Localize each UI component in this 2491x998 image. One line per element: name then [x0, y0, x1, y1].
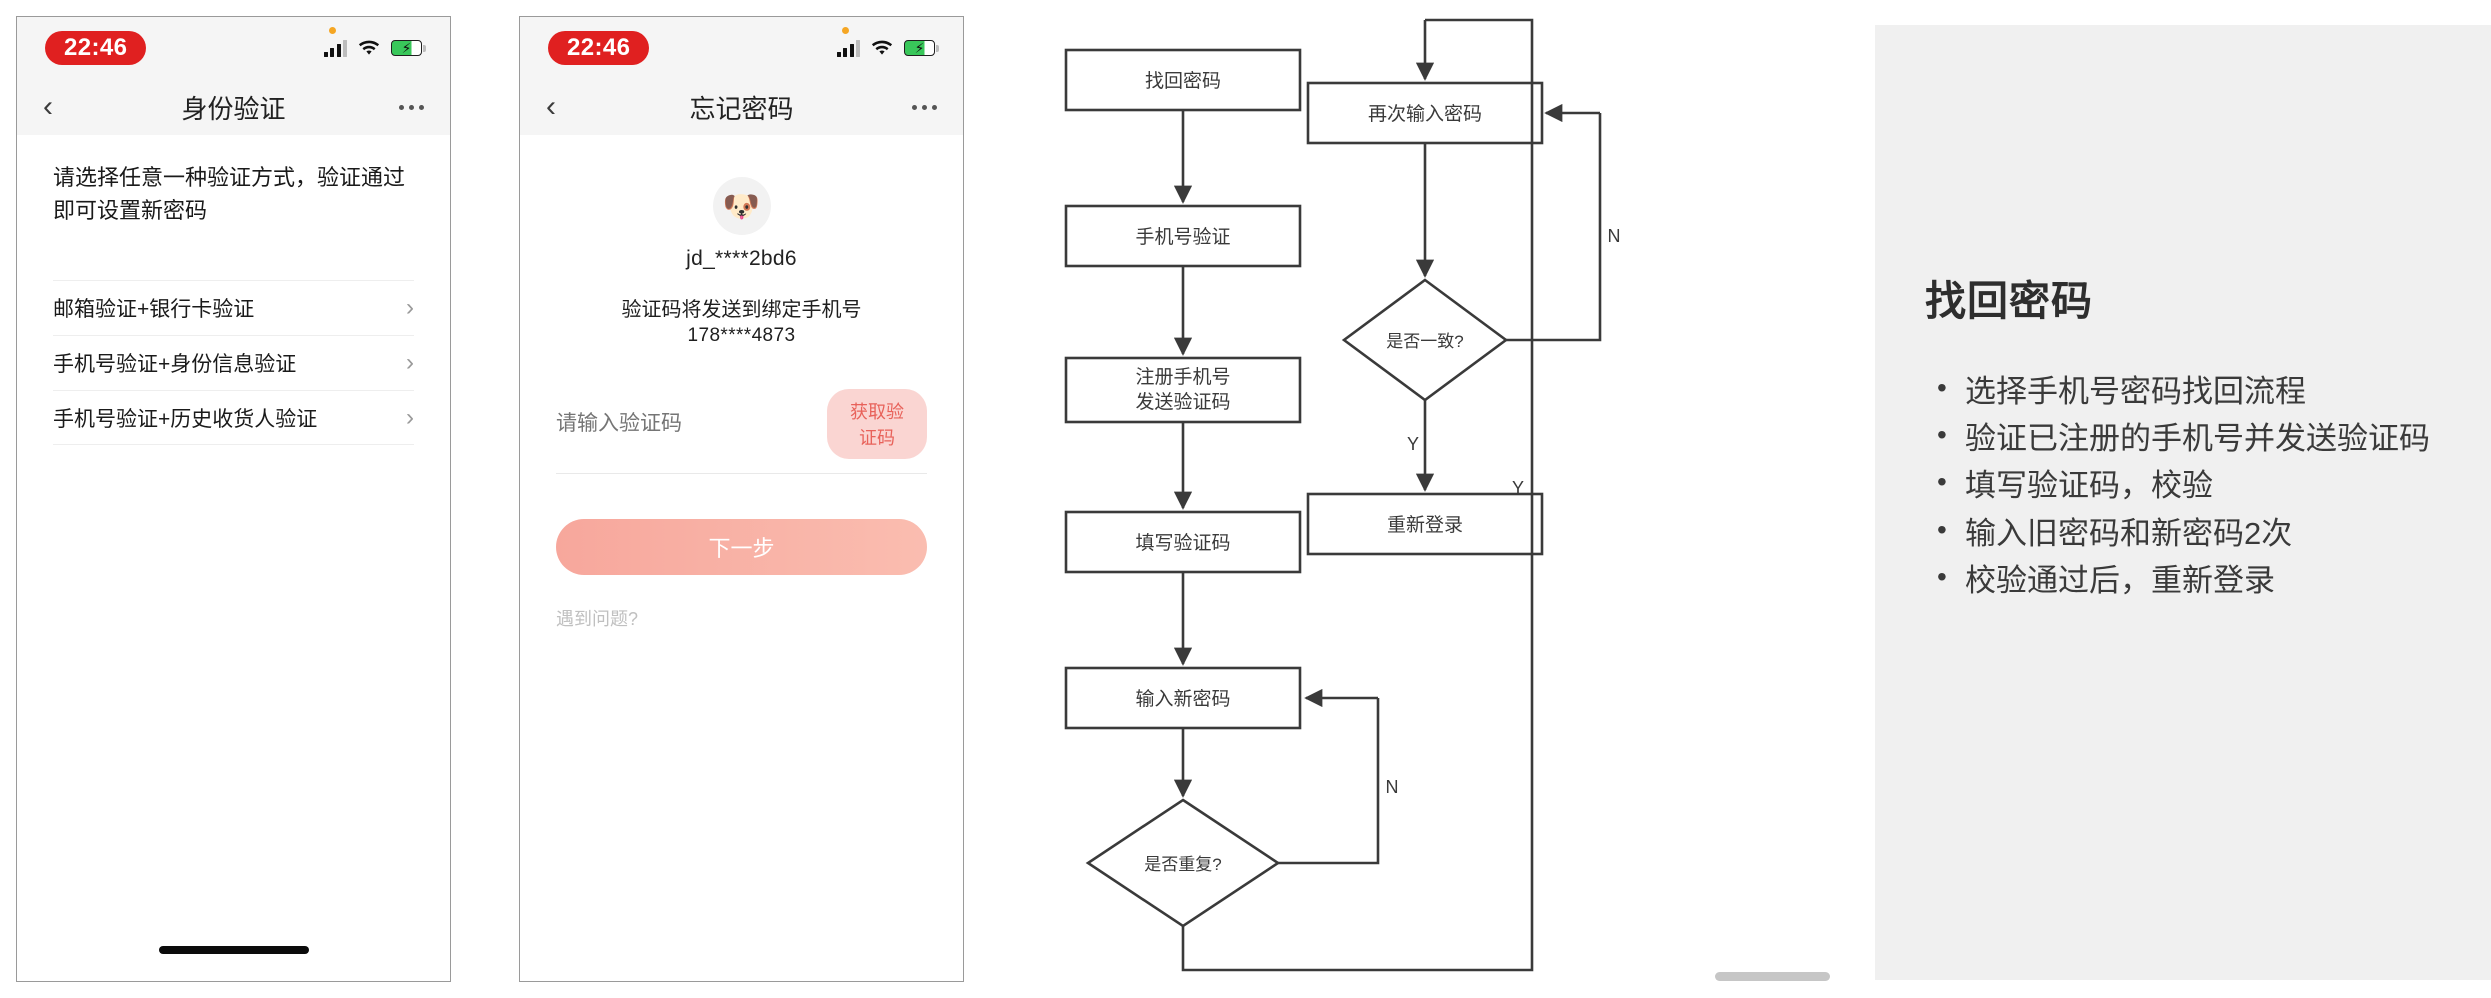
- username-label: jd_****2bd6: [686, 247, 797, 270]
- list-item: 输入旧密码和新密码2次: [1937, 511, 2441, 554]
- chevron-right-icon: ›: [406, 349, 414, 376]
- flow-edge-label-dup-yes: Y: [1512, 478, 1524, 498]
- phone1-body: 请选择任意一种验证方式，验证通过即可设置新密码 邮箱验证+银行卡验证 › 手机号…: [17, 135, 450, 981]
- list-item[interactable]: 手机号验证+历史收货人验证 ›: [53, 390, 414, 445]
- nav-bar: ‹ 忘记密码: [520, 79, 963, 135]
- back-chevron-left-icon[interactable]: ‹: [43, 90, 53, 123]
- status-icon-group: ⚡: [836, 26, 939, 57]
- home-indicator: [158, 946, 309, 954]
- masked-phone-number: 178****4873: [687, 325, 796, 346]
- get-code-button[interactable]: 获取验证码: [827, 389, 927, 459]
- summary-panel: 找回密码 选择手机号密码找回流程 验证已注册的手机号并发送验证码 填写验证码，校…: [1875, 25, 2491, 980]
- trouble-link[interactable]: 遇到问题?: [556, 609, 639, 629]
- flow-node-label: 注册手机号: [1135, 366, 1230, 388]
- verification-code-field: 获取验证码: [556, 389, 927, 474]
- status-bar: 22:46 ⚡: [520, 17, 963, 79]
- flow-node-label: 再次输入密码: [1368, 103, 1482, 125]
- status-bar: 22:46 ⚡: [17, 17, 450, 79]
- recording-dot-icon: [328, 26, 336, 34]
- status-time: 22:46: [548, 30, 650, 66]
- flow-edge-label-match-yes: Y: [1407, 434, 1419, 454]
- signal-bars-icon: [323, 39, 347, 57]
- list-item[interactable]: 邮箱验证+银行卡验证 ›: [53, 280, 414, 335]
- verification-hint-text: 请选择任意一种验证方式，验证通过即可设置新密码: [53, 165, 406, 223]
- flow-decision-label: 是否重复?: [1144, 855, 1221, 874]
- more-dots-icon[interactable]: [912, 104, 937, 110]
- wifi-icon: [871, 40, 893, 57]
- flowchart-panel: 找回密码 手机号验证 注册手机号 发送验证码 填写验证码 输入新密码 是否重复?…: [1040, 0, 1830, 976]
- summary-bullet-list: 选择手机号密码找回流程 验证已注册的手机号并发送验证码 填写验证码，校验 输入旧…: [1925, 369, 2441, 601]
- option-label: 邮箱验证+银行卡验证: [53, 298, 255, 321]
- flow-node-label: 手机号验证: [1135, 226, 1230, 248]
- list-item: 选择手机号密码找回流程: [1937, 369, 2441, 412]
- flowchart-horizontal-scrollbar[interactable]: [1715, 972, 1830, 981]
- flowchart-svg: 找回密码 手机号验证 注册手机号 发送验证码 填写验证码 输入新密码 是否重复?…: [1064, 18, 1621, 972]
- flow-edge-label-match-no: N: [1608, 226, 1621, 246]
- list-item: 校验通过后，重新登录: [1937, 558, 2441, 601]
- flow-decision-label: 是否一致?: [1386, 332, 1463, 351]
- phone-mockup-identity-verification: 22:46 ⚡ ‹ 身份验证 请选择任意一种验证方式，验证通过即可设置新密码 邮…: [16, 16, 451, 982]
- status-time: 22:46: [45, 30, 147, 66]
- more-dots-icon[interactable]: [399, 104, 424, 110]
- phone2-body: 🐶 jd_****2bd6 验证码将发送到绑定手机号 178****4873 获…: [520, 177, 963, 981]
- battery-charging-icon: ⚡: [391, 40, 426, 56]
- flow-node-label: 输入新密码: [1135, 688, 1230, 710]
- chevron-right-icon: ›: [406, 403, 414, 431]
- flow-edge-label-dup-no: N: [1386, 777, 1399, 797]
- list-item: 验证已注册的手机号并发送验证码: [1937, 416, 2441, 459]
- flow-node-label: 重新登录: [1387, 514, 1463, 536]
- battery-charging-icon: ⚡: [904, 40, 939, 56]
- flow-node-label: 填写验证码: [1135, 532, 1230, 554]
- option-label: 手机号验证+历史收货人验证: [53, 407, 318, 431]
- summary-title: 找回密码: [1925, 278, 2093, 324]
- back-chevron-left-icon[interactable]: ‹: [546, 90, 556, 123]
- verification-code-input[interactable]: [556, 412, 827, 436]
- next-step-button[interactable]: 下一步: [556, 519, 927, 575]
- page-title: 忘记密码: [689, 93, 794, 124]
- wifi-icon: [358, 40, 380, 57]
- phone-mockup-forgot-password: 22:46 ⚡ ‹ 忘记密码 🐶 jd_****2bd6 验证码将发送到绑定手机…: [519, 16, 964, 982]
- option-label: 手机号验证+身份信息验证: [53, 353, 297, 376]
- chevron-right-icon: ›: [406, 294, 414, 321]
- list-item: 填写验证码，校验: [1937, 463, 2441, 506]
- user-avatar-dog-icon: 🐶: [712, 177, 771, 235]
- send-notice-text: 验证码将发送到绑定手机号: [621, 299, 862, 321]
- nav-bar: ‹ 身份验证: [17, 79, 450, 135]
- status-icon-group: ⚡: [323, 26, 426, 57]
- flow-node-label: 找回密码: [1145, 70, 1221, 92]
- signal-bars-icon: [836, 39, 860, 57]
- verification-options-list: 邮箱验证+银行卡验证 › 手机号验证+身份信息验证 › 手机号验证+历史收货人验…: [17, 280, 450, 445]
- flow-node-label: 发送验证码: [1135, 391, 1230, 413]
- page-title: 身份验证: [181, 93, 286, 124]
- recording-dot-icon: [841, 26, 849, 34]
- list-item[interactable]: 手机号验证+身份信息验证 ›: [53, 335, 414, 390]
